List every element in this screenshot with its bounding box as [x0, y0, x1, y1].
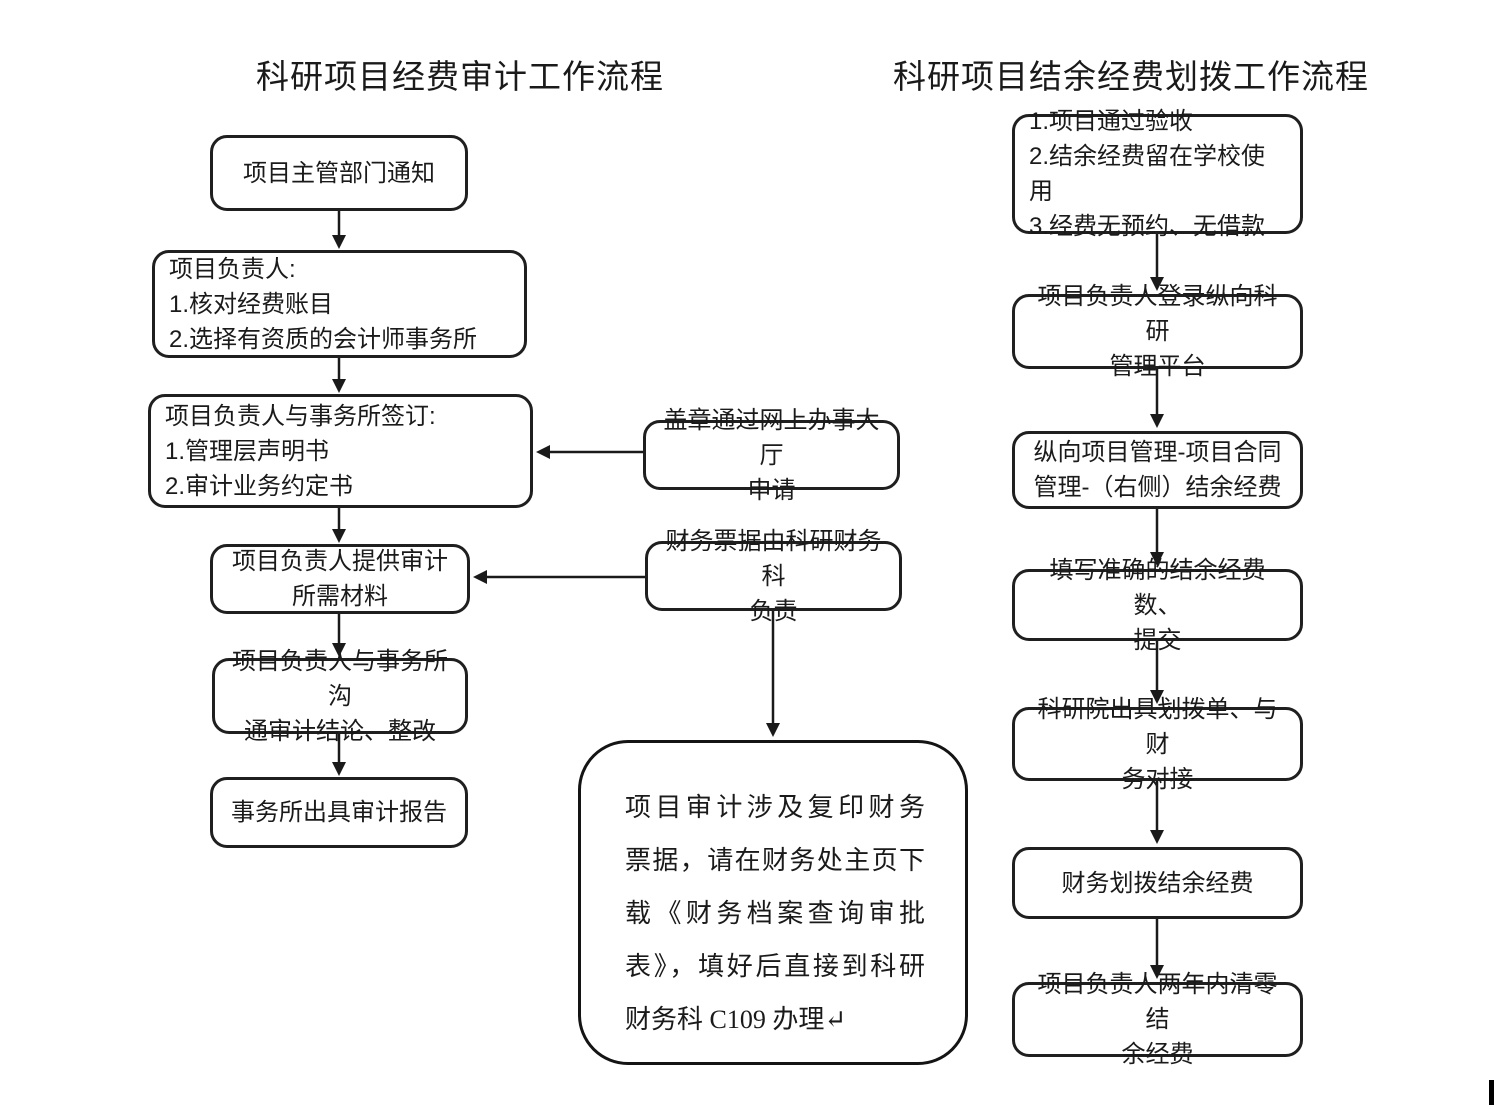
node-institute-transfer-form: 科研院出具划拨单、与财 务对接	[1012, 696, 1303, 793]
left-flow-title: 科研项目经费审计工作流程	[256, 58, 664, 95]
note-line: 票据，请在财务处主页下	[625, 846, 925, 875]
note-line: 表》，填好后直接到科研	[625, 952, 925, 981]
note-line: 财务科 C109 办理↵	[625, 1005, 847, 1034]
cursor-artifact	[1489, 1080, 1494, 1105]
node-finance-transfers-surplus: 财务划拨结余经费	[1012, 847, 1303, 919]
note-line: 项目审计涉及复印财务	[625, 793, 925, 822]
note-line: 载《财务档案查询审批	[625, 899, 925, 928]
node-vertical-project-menu: 纵向项目管理-项目合同 管理-（右侧）结余经费	[1012, 431, 1303, 509]
arrow-down-icon	[766, 611, 780, 737]
node-communicate-audit-conclusion: 项目负责人与事务所沟 通审计结论、整改	[212, 648, 468, 745]
node-project-leader-tasks: 项目负责人: 1.核对经费账目 2.选择有资质的会计师事务所	[152, 250, 527, 358]
node-finance-bills-responsibility: 财务票据由科研财务科 负责	[645, 528, 902, 625]
arrow-down-icon	[332, 358, 346, 393]
node-clear-surplus-two-years: 项目负责人两年内清零结 余经费	[1012, 971, 1303, 1068]
node-seal-online-hall: 盖章通过网上办事大厅 申请	[643, 407, 900, 504]
node-sign-with-firm: 项目负责人与事务所签订: 1.管理层声明书 2.审计业务约定书	[148, 394, 533, 508]
node-project-dept-notice: 项目主管部门通知	[210, 135, 468, 211]
node-fill-surplus-amount: 填写准确的结余经费数、 提交	[1012, 557, 1303, 654]
note-finance-archive-approval: 项目审计涉及复印财务票据，请在财务处主页下载《财务档案查询审批表》，填好后直接到…	[578, 740, 968, 1065]
arrow-down-icon	[332, 508, 346, 543]
arrow-left-icon	[473, 570, 645, 584]
node-surplus-preconditions: 1.项目通过验收 2.结余经费留在学校使用 3.经费无预约、无借款	[1012, 108, 1303, 240]
arrow-down-icon	[332, 211, 346, 249]
arrow-left-icon	[536, 445, 643, 459]
right-flow-title: 科研项目结余经费划拨工作流程	[893, 58, 1369, 95]
node-provide-audit-materials: 项目负责人提供审计 所需材料	[210, 544, 470, 614]
node-firm-issues-audit-report: 事务所出具审计报告	[210, 777, 468, 848]
node-login-research-platform: 项目负责人登录纵向科研 管理平台	[1012, 283, 1303, 380]
